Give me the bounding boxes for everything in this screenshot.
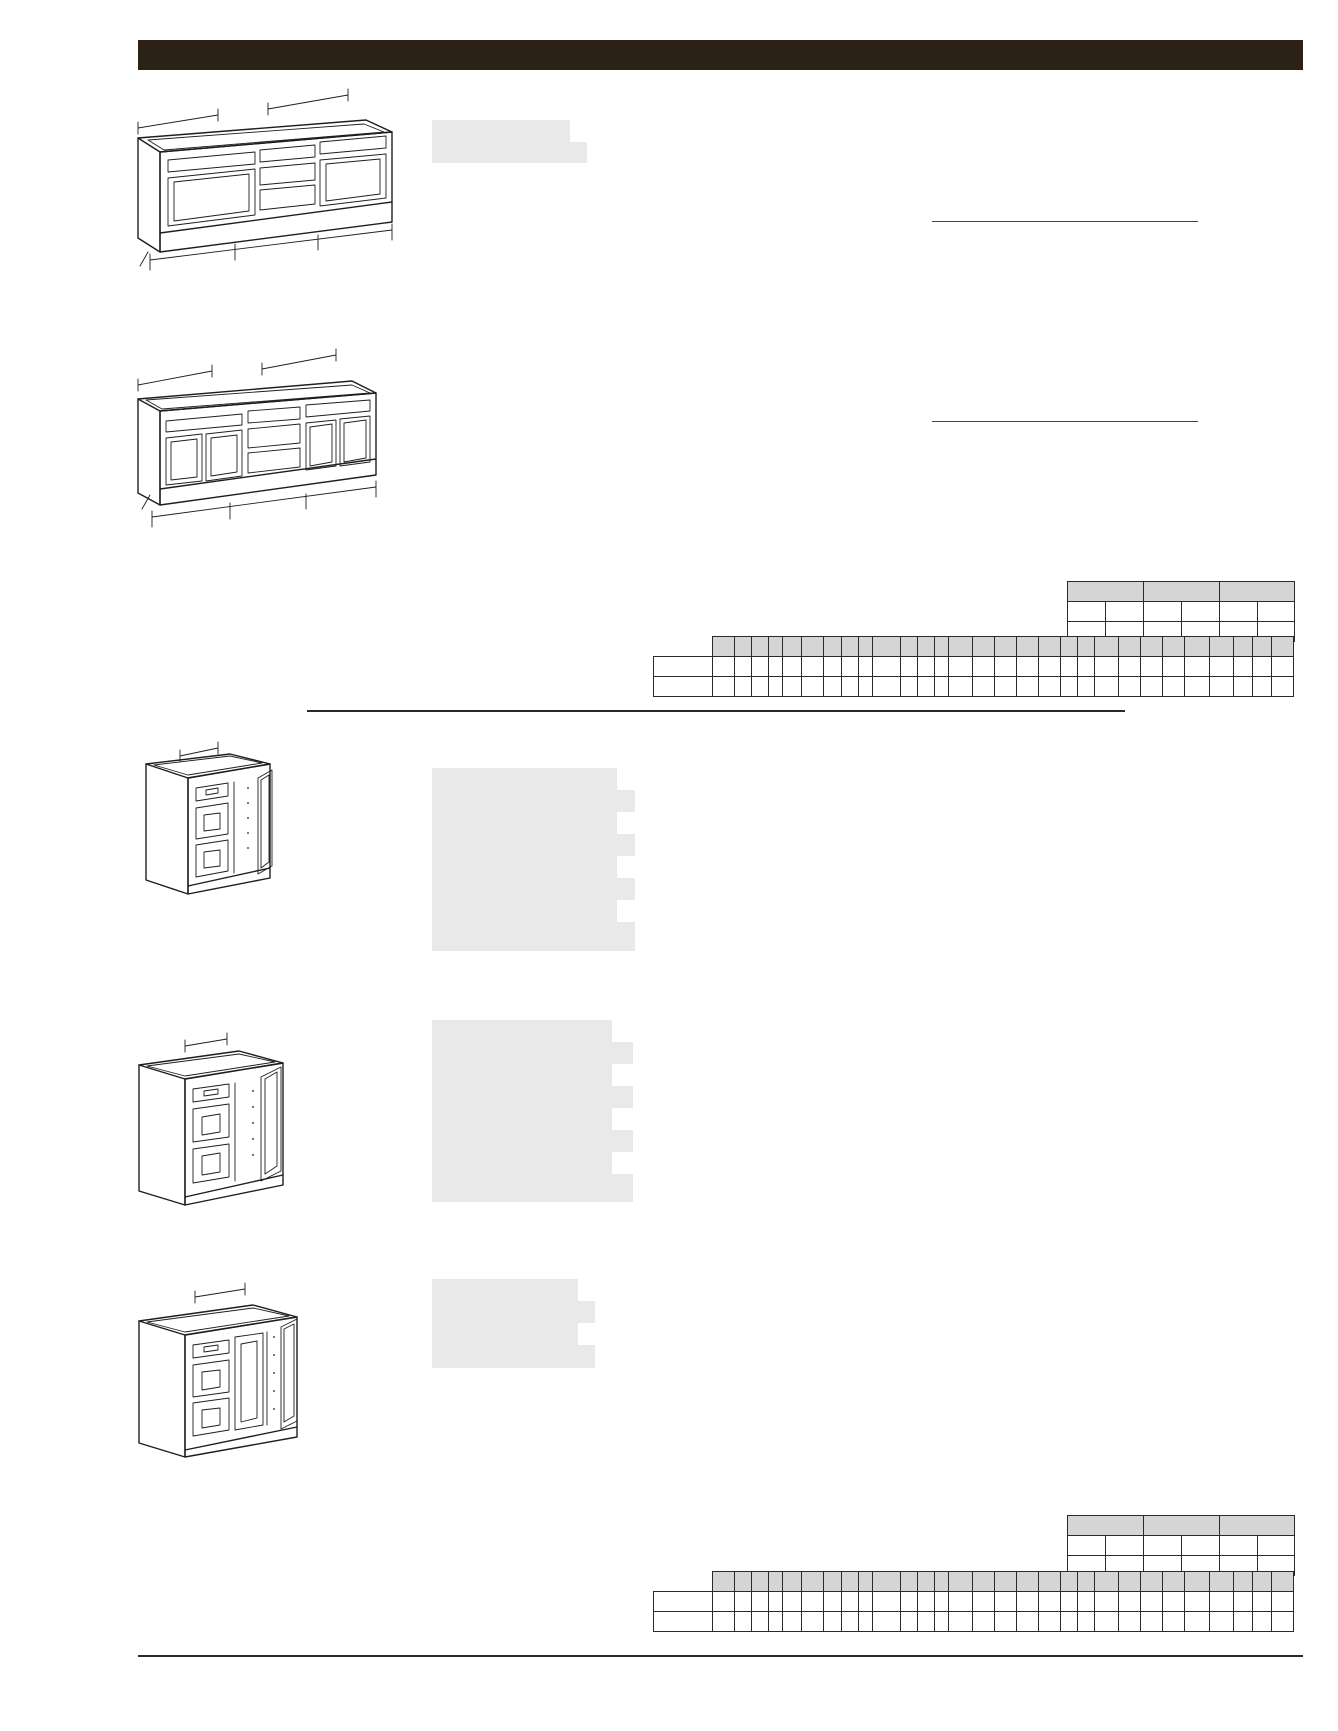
- footer-rule: [138, 1655, 1303, 1657]
- spec-box: [432, 1345, 595, 1368]
- spec-box: [432, 1108, 612, 1130]
- spec-rule: [932, 221, 1198, 222]
- spec-box: [432, 1152, 612, 1174]
- spec-box: [432, 856, 617, 878]
- double-vanity-cabinet-icon: [137, 348, 377, 528]
- spec-box: [432, 1301, 595, 1323]
- double-vanity-cabinet-icon: [137, 88, 393, 271]
- spec-box: [432, 1064, 612, 1086]
- spec-rule: [932, 421, 1198, 422]
- spec-box: [432, 790, 635, 812]
- spec-box: [432, 768, 617, 790]
- spec-box: [432, 1086, 633, 1108]
- section-divider: [307, 710, 1125, 712]
- spec-box: [432, 1020, 612, 1042]
- spec-box: [432, 1323, 578, 1345]
- spec-box: [432, 1130, 633, 1152]
- price-table: [652, 1571, 1295, 1632]
- price-table: [652, 636, 1295, 697]
- header-bar: [138, 40, 1303, 70]
- vanity-cabinet-icon: [145, 741, 273, 895]
- dimension-table: [1067, 1515, 1295, 1576]
- vanity-cabinet-icon: [138, 1032, 284, 1206]
- spec-box: [432, 812, 617, 834]
- spec-box: [432, 878, 635, 900]
- spec-box: [432, 922, 635, 951]
- dimension-table: [1067, 581, 1295, 642]
- spec-box: [432, 1042, 633, 1064]
- spec-box: [432, 1279, 578, 1301]
- vanity-cabinet-icon: [138, 1282, 298, 1458]
- spec-box: [432, 142, 587, 163]
- spec-box: [432, 1174, 633, 1202]
- spec-box: [432, 900, 617, 922]
- spec-box: [432, 120, 570, 142]
- spec-box: [432, 834, 635, 856]
